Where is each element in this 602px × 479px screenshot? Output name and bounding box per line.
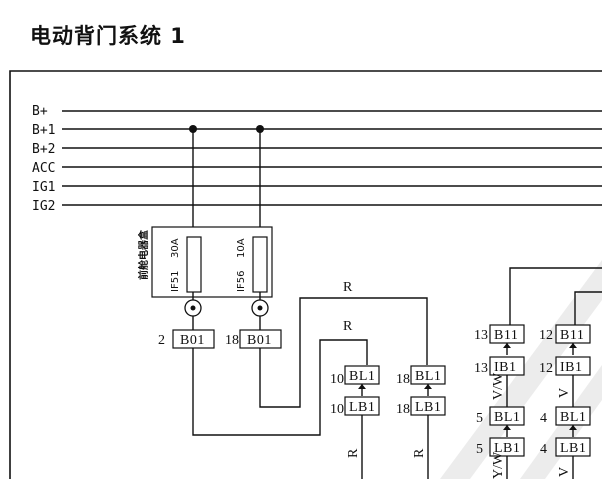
wire-color-r-upper: R (343, 280, 353, 295)
mate-arrowhead-col4a (569, 343, 577, 348)
pin-lb1-5: 5 (476, 442, 483, 457)
connector-lb1-10-label: LB1 (349, 400, 375, 415)
pin-bl1-4: 4 (540, 411, 547, 426)
connector-b11-13-label: B11 (494, 328, 518, 343)
connector-lb1-4-label: LB1 (560, 441, 586, 456)
diagram-frame (9, 70, 602, 479)
mate-arrowhead-col4b (569, 425, 577, 430)
fuse-if56-rating: 10A (236, 238, 247, 258)
connector-ib1-13-label: IB1 (494, 360, 517, 375)
wire-col4-top (574, 291, 602, 325)
wire-color-yw-bottom: Y/W (491, 451, 506, 479)
rail-label-ig2: IG2 (32, 199, 55, 214)
pin-bl1-10: 10 (330, 372, 344, 387)
connector-b01-1-label: B01 (180, 333, 205, 348)
mate-arrowhead-col3b (503, 425, 511, 430)
fuse-box (151, 226, 273, 298)
wire-color-r-lower: R (343, 319, 353, 334)
wire-b01-1-route (192, 339, 368, 436)
terminal-if51-dot (190, 305, 196, 311)
pin-lb1-4: 4 (540, 442, 547, 457)
mate-arrowhead-col1 (358, 384, 366, 389)
pin-b11-13: 13 (474, 328, 488, 343)
pin-lb1-10: 10 (330, 402, 344, 417)
fuse-if56 (252, 236, 268, 293)
fuse-if51-rating: 30A (170, 238, 181, 258)
wire-color-vw-mid: V/W (491, 372, 506, 400)
connector-lb1-18-label: LB1 (415, 400, 441, 415)
page-title: 电动背门系统 1 (30, 24, 186, 48)
wire-col3-top (509, 267, 602, 325)
pin-lb1-18: 18 (396, 402, 410, 417)
rail-label-b2: B+2 (32, 142, 55, 157)
connector-bl1-4-label: BL1 (560, 410, 586, 425)
wire-color-r-col2: R (412, 448, 427, 458)
mate-arrowhead-col2 (424, 384, 432, 389)
mate-arrowhead-col3a (503, 343, 511, 348)
terminal-if56-dot (257, 305, 263, 311)
connector-ib1-12-label: IB1 (560, 360, 583, 375)
rail-label-b1: B+1 (32, 123, 55, 138)
rail-label-b: B+ (32, 104, 48, 119)
connector-bl1-5-label: BL1 (494, 410, 520, 425)
fuse-if51-label: IF51 (170, 271, 181, 292)
fuse-box-label: 前舱电器盒 (137, 229, 150, 280)
pin-ib1-13: 13 (474, 361, 488, 376)
pin-bl1-18: 18 (396, 372, 410, 387)
connector-b01-2-label: B01 (247, 333, 272, 348)
connector-bl1-18-label: BL1 (415, 369, 441, 384)
wire-b01-2-route (259, 297, 428, 408)
pin-b01-1: 2 (158, 333, 165, 348)
wire-color-v-bottom: V (557, 467, 572, 477)
fuse-if56-label: IF56 (236, 271, 247, 292)
connector-b11-12-label: B11 (560, 328, 584, 343)
connector-bl1-10-label: BL1 (349, 369, 375, 384)
connector-lb1-5-label: LB1 (494, 441, 520, 456)
fuse-if51 (186, 236, 202, 293)
pin-ib1-12: 12 (539, 361, 553, 376)
rail-label-acc: ACC (32, 161, 55, 176)
pin-b01-2: 18 (225, 333, 239, 348)
pin-b11-12: 12 (539, 328, 553, 343)
pin-bl1-5: 5 (476, 411, 483, 426)
wire-color-r-col1: R (346, 448, 361, 458)
power-rails: B+ B+1 B+2 ACC IG1 IG2 (32, 104, 602, 214)
wire-color-v-mid: V (557, 388, 572, 398)
rail-label-ig1: IG1 (32, 180, 55, 195)
